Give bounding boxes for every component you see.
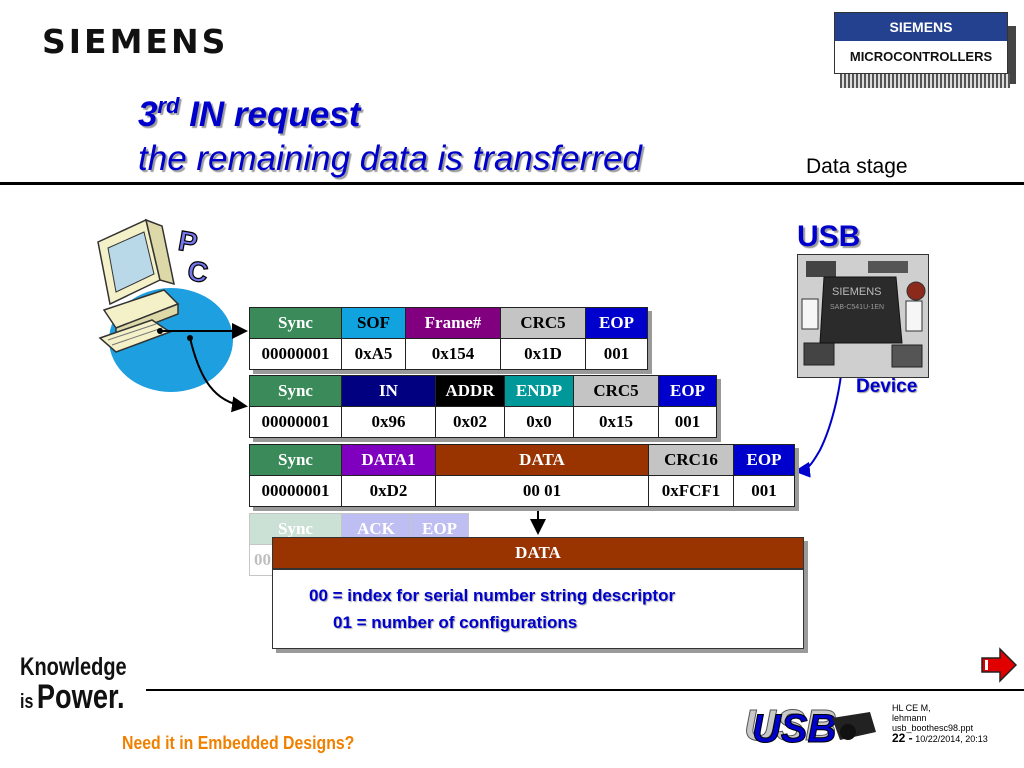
in-endp-header: ENDP <box>504 375 574 407</box>
data-packet-table: Sync DATA1 DATA CRC16 EOP 00000001 0xD2 … <box>249 444 795 507</box>
sof-pid-value: 0xA5 <box>341 338 406 370</box>
usb-label: USB <box>797 220 861 253</box>
data-crc16-value: 0xFCF1 <box>648 475 734 507</box>
data-detail-header: DATA <box>273 538 803 570</box>
data-detail-line-1: 00 = index for serial number string desc… <box>309 586 676 605</box>
title-text: IN request <box>179 95 361 134</box>
in-packet-table: Sync IN ADDR ENDP CRC5 EOP 00000001 0x96… <box>249 375 717 438</box>
sof-pid-header: SOF <box>341 307 406 339</box>
sof-eop-value: 001 <box>585 338 648 370</box>
chip-badge-bottom: MICROCONTROLLERS <box>849 49 993 64</box>
in-sync-value: 00000001 <box>249 406 342 438</box>
sof-sync-value: 00000001 <box>249 338 342 370</box>
header-rule <box>0 182 1024 185</box>
data-pid-value: 0xD2 <box>341 475 436 507</box>
usb-logo-text: USB <box>752 707 836 748</box>
in-endp-value: 0x0 <box>504 406 574 438</box>
data-payload-value: 00 01 <box>435 475 649 507</box>
data-payload-header: DATA <box>435 444 649 476</box>
title-suffix: rd <box>157 93 180 118</box>
in-addr-header: ADDR <box>435 375 505 407</box>
sof-frame-header: Frame# <box>405 307 501 339</box>
data-eop-value: 001 <box>733 475 795 507</box>
pc-letters-icon: P C <box>176 226 212 288</box>
in-sync-header: Sync <box>249 375 342 407</box>
knowledge-line: Knowledge <box>20 653 127 681</box>
next-slide-arrow-icon[interactable] <box>980 646 1018 684</box>
in-packet-header-row: Sync IN ADDR ENDP CRC5 EOP <box>249 375 717 407</box>
data-packet-header-row: Sync DATA1 DATA CRC16 EOP <box>249 444 795 476</box>
usb-logo-icon: USB USB <box>744 701 876 748</box>
sof-packet-value-row: 00000001 0xA5 0x154 0x1D 001 <box>249 338 648 370</box>
footer-author-2: lehmann <box>892 713 927 723</box>
in-crc5-value: 0x15 <box>573 406 659 438</box>
in-packet-value-row: 00000001 0x96 0x02 0x0 0x15 001 <box>249 406 717 438</box>
in-pid-value: 0x96 <box>341 406 436 438</box>
in-eop-header: EOP <box>658 375 717 407</box>
sof-crc5-header: CRC5 <box>500 307 586 339</box>
sof-packet-table: Sync SOF Frame# CRC5 EOP 00000001 0xA5 0… <box>249 307 648 370</box>
device-chip-brand: SIEMENS <box>832 286 882 298</box>
svg-text:P: P <box>176 226 200 259</box>
siemens-logo: SIEMENS <box>42 22 229 61</box>
data-pid-header: DATA1 <box>341 444 436 476</box>
stage-label: Data stage <box>806 155 908 178</box>
sof-frame-value: 0x154 <box>405 338 501 370</box>
slide-subtitle: the remaining data is transferred <box>138 139 642 178</box>
data-packet-value-row: 00000001 0xD2 00 01 0xFCF1 001 <box>249 475 795 507</box>
data-sync-value: 00000001 <box>249 475 342 507</box>
data-sync-header: Sync <box>249 444 342 476</box>
footer-rule <box>146 689 1024 691</box>
knowledge-is-power-logo: Knowledge is Power. <box>20 654 127 721</box>
chip-pins <box>840 74 1010 88</box>
knowledge-is: is <box>20 691 34 713</box>
footer-author-1: HL CE M, <box>892 703 931 713</box>
sof-sync-header: Sync <box>249 307 342 339</box>
device-chip-part: SAB-C541U-1EN <box>830 304 884 311</box>
slide-title: 3rd IN request the remaining data is tra… <box>138 84 642 181</box>
in-eop-value: 001 <box>658 406 717 438</box>
chip-badge-top: SIEMENS <box>835 13 1007 41</box>
device-label: Device <box>856 376 918 397</box>
pc-computer-icon <box>97 218 233 392</box>
in-addr-value: 0x02 <box>435 406 505 438</box>
footer-filename: usb_boothesc98.ppt <box>892 723 974 733</box>
sof-crc5-value: 0x1D <box>500 338 586 370</box>
footer-page-number: 22 - <box>892 731 913 745</box>
sof-eop-header: EOP <box>585 307 648 339</box>
title-number: 3 <box>138 95 158 134</box>
in-crc5-header: CRC5 <box>573 375 659 407</box>
footer-date: 10/22/2014, 20:13 <box>915 734 988 744</box>
data-eop-header: EOP <box>733 444 795 476</box>
data-detail-box: DATA 00 = index for serial number string… <box>272 537 804 649</box>
footer-meta: HL CE M, lehmann usb_boothesc98.ppt 22 -… <box>892 703 988 744</box>
svg-text:USB: USB <box>744 701 837 748</box>
usb-device-image: SIEMENS SAB-C541U-1EN <box>797 254 929 378</box>
sof-packet-header-row: Sync SOF Frame# CRC5 EOP <box>249 307 648 339</box>
data-crc16-header: CRC16 <box>648 444 734 476</box>
embedded-designs-tagline: Need it in Embedded Designs? <box>122 733 355 753</box>
microcontroller-chip-badge: SIEMENS MICROCONTROLLERS <box>834 12 1008 74</box>
in-pid-header: IN <box>341 375 436 407</box>
data-detail-line-2: 01 = number of configurations <box>333 613 578 632</box>
knowledge-power: Power. <box>36 678 125 716</box>
pc-in-arrow <box>189 337 248 413</box>
